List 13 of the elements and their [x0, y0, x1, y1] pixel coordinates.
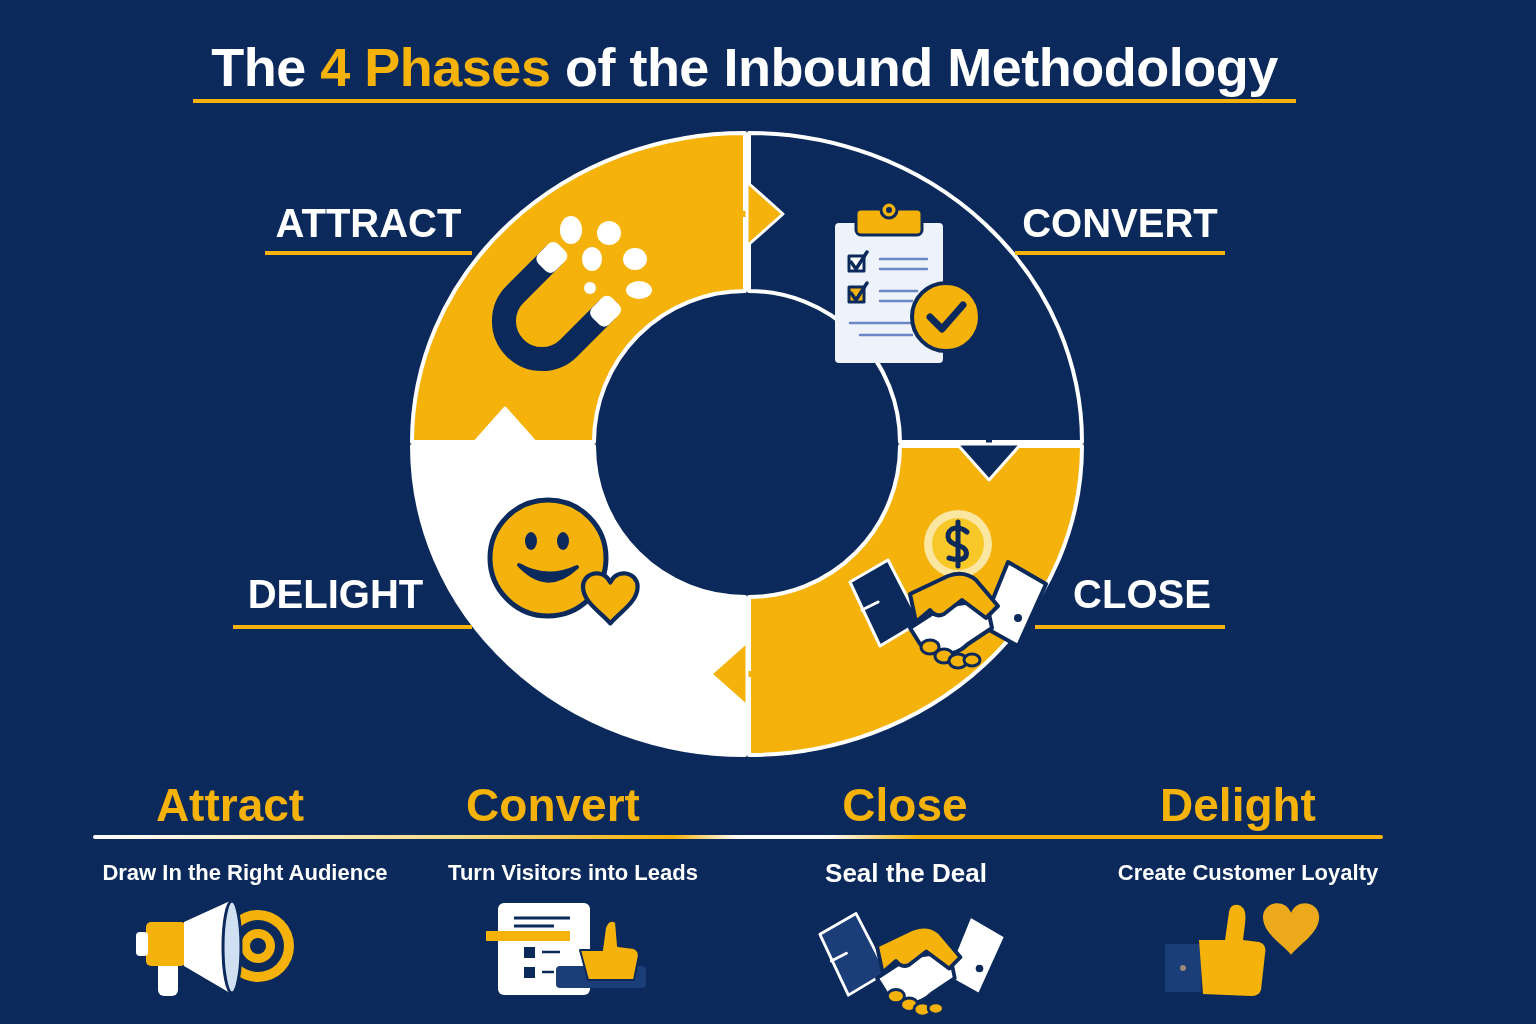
phase-description: Draw In the Right Audience [102, 860, 388, 886]
phase-label: CLOSE [1035, 572, 1225, 629]
phase-label: DELIGHT [233, 572, 472, 629]
phase-description: Seal the Deal [825, 858, 987, 888]
phase-label: CONVERT [1015, 201, 1225, 255]
title-heading: The 4 Phases of the Inbound Methodology [193, 37, 1296, 103]
phase-heading: Delight [1160, 780, 1316, 830]
phase-description: Create Customer Loyalty [1117, 860, 1379, 886]
phase-heading: Attract [155, 780, 305, 830]
phase-label: ATTRACT [265, 201, 472, 255]
phase-heading: Close [842, 780, 968, 830]
phase-heading: Convert [466, 780, 640, 830]
phase-description: Turn Visitors into Leads [448, 860, 698, 886]
